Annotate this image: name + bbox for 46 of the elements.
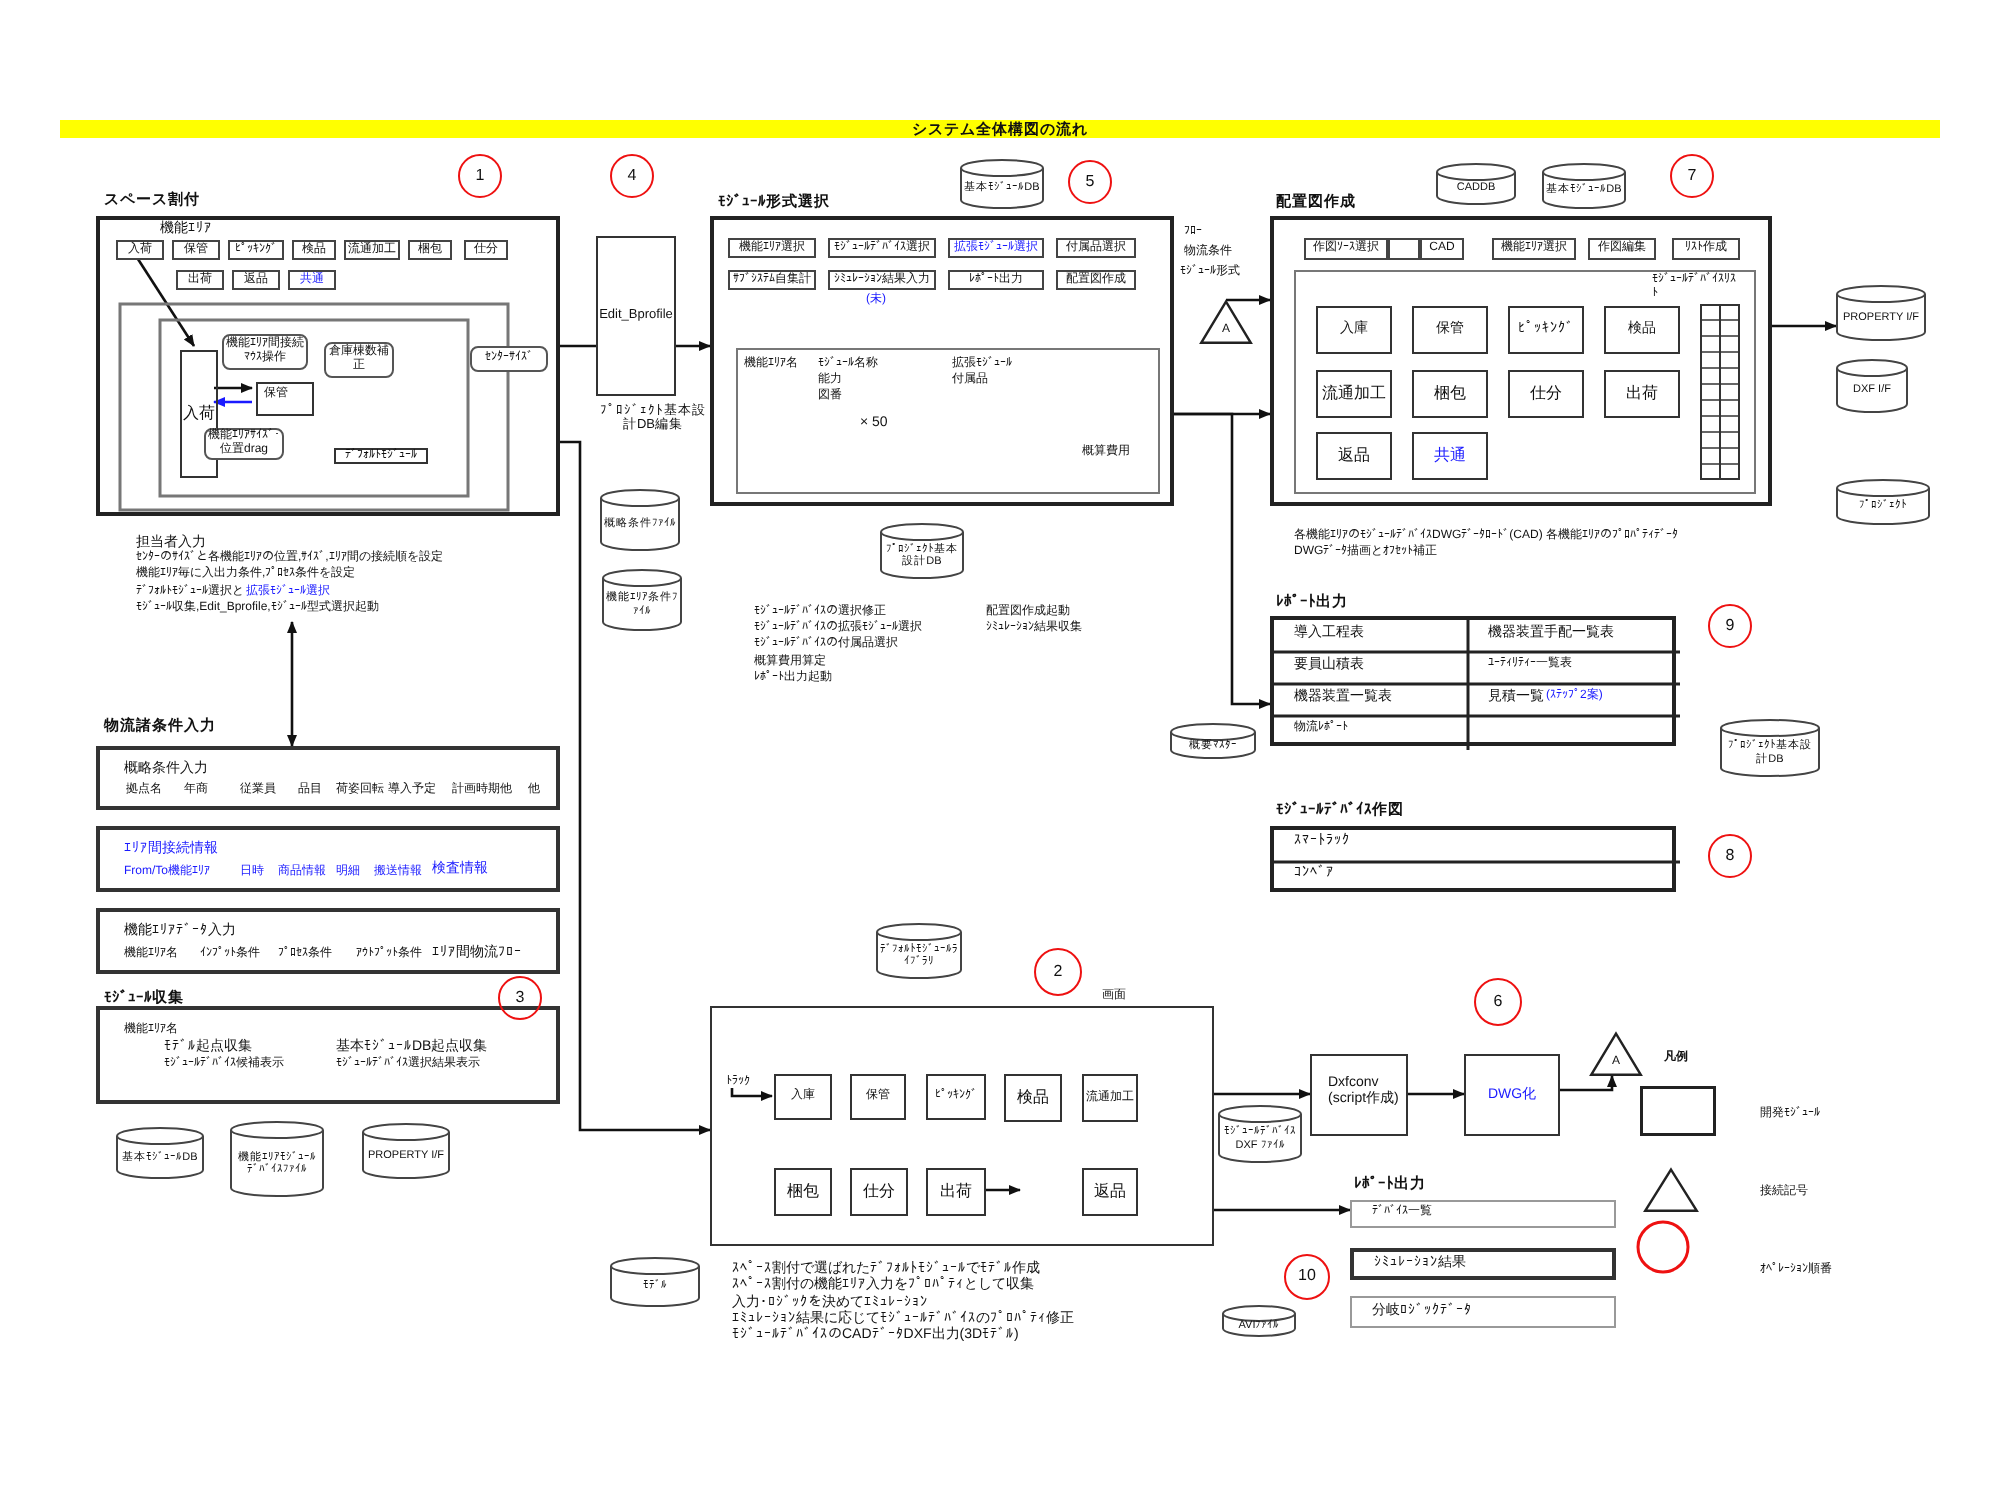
process-box: 梱包 xyxy=(774,1168,832,1216)
process-box: 検品 xyxy=(1004,1074,1062,1122)
arrow xyxy=(676,341,711,351)
arrow xyxy=(560,440,711,1135)
arrow xyxy=(1772,321,1837,331)
arrow xyxy=(213,397,252,407)
display-panel xyxy=(1294,270,1756,494)
input-form-box xyxy=(1350,1248,1616,1280)
arrow xyxy=(1214,1205,1351,1215)
step-number-circle: 1 xyxy=(458,154,502,198)
display-panel xyxy=(736,348,1160,494)
step-number-circle: 2 xyxy=(1034,948,1082,996)
step-number-circle: 8 xyxy=(1708,834,1752,878)
arrow xyxy=(1214,1089,1311,1099)
process-box: 仕分 xyxy=(850,1168,908,1216)
arrow xyxy=(1226,295,1271,305)
step-number-circle: 5 xyxy=(1068,160,1112,204)
step-number-circle: 7 xyxy=(1670,154,1714,198)
report-box xyxy=(1350,1296,1616,1328)
process-box: 出荷 xyxy=(1604,370,1680,418)
arrow xyxy=(1560,1075,1617,1092)
input-form-box xyxy=(96,908,560,974)
step-number-circle: 4 xyxy=(610,154,654,198)
input-form-box xyxy=(96,826,560,892)
process-box: 梱包 xyxy=(1412,370,1488,418)
process-box xyxy=(1310,1054,1408,1136)
step-number-circle: 6 xyxy=(1474,978,1522,1026)
process-box: 返品 xyxy=(1316,432,1392,480)
process-box: 返品 xyxy=(1082,1168,1138,1216)
arrow xyxy=(214,383,253,393)
step-number-circle: 3 xyxy=(498,976,542,1020)
arrow xyxy=(984,1185,1021,1195)
connector-line xyxy=(560,344,596,348)
process-box xyxy=(256,382,314,416)
step-number-circle: 9 xyxy=(1708,604,1752,648)
arrow xyxy=(1408,1089,1465,1099)
process-box: 出荷 xyxy=(926,1168,986,1216)
process-box: 仕分 xyxy=(1508,370,1584,418)
arrow xyxy=(1174,412,1271,709)
arrow xyxy=(730,1088,773,1101)
arrow xyxy=(134,255,196,347)
arrow xyxy=(287,621,297,747)
process-box: 共通 xyxy=(1412,432,1488,480)
process-box: 流通加工 xyxy=(1316,370,1392,418)
function-button xyxy=(1388,238,1420,260)
step-number-circle: 10 xyxy=(1284,1254,1330,1300)
